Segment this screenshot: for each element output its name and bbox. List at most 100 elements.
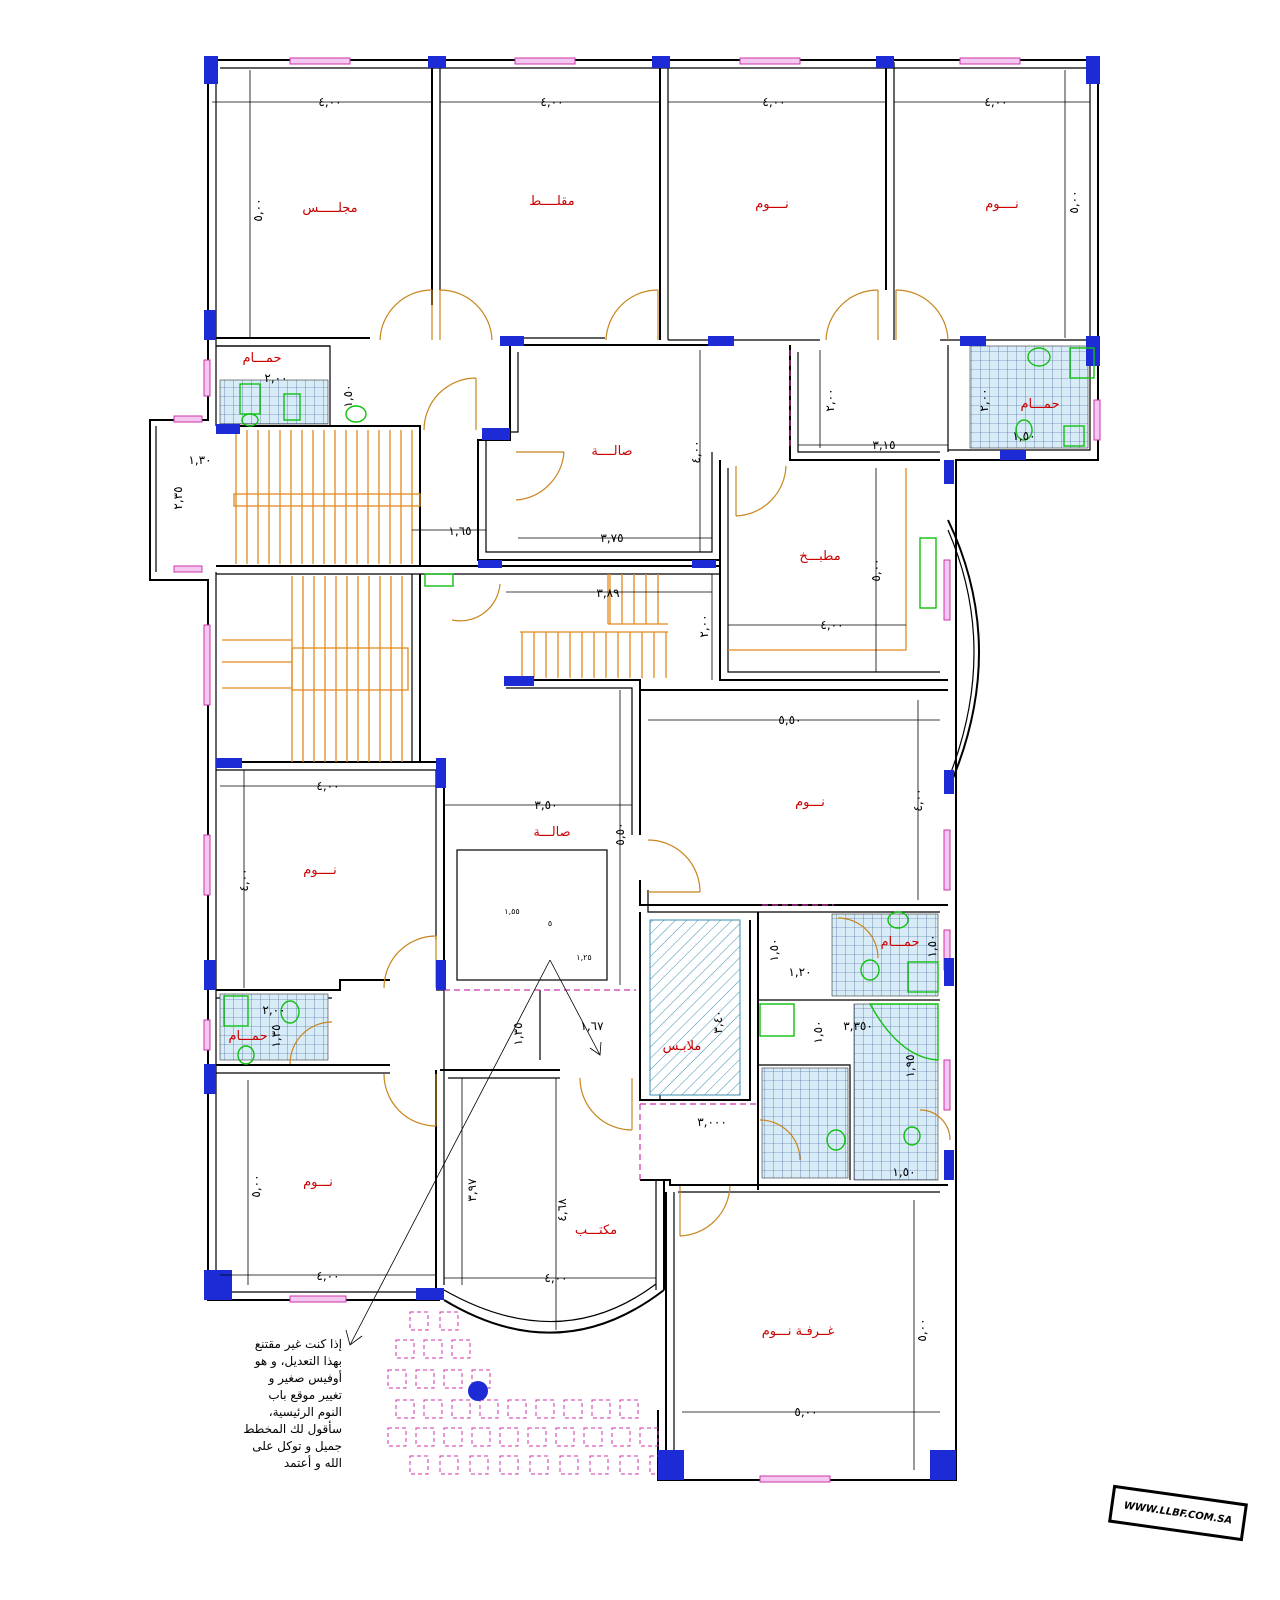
dressing-hatch bbox=[649, 919, 741, 1096]
paving-tile bbox=[479, 1399, 499, 1419]
label-nawm-bottom-left: نـــوم bbox=[303, 1175, 333, 1190]
watermark-text: WWW.LLBF.COM.SA bbox=[1123, 1499, 1233, 1527]
dim-label: ٤,٠٠ bbox=[544, 1271, 567, 1285]
dimension-lines bbox=[212, 70, 1090, 1470]
label-malabis: ملابـس bbox=[663, 1039, 702, 1054]
windows bbox=[173, 57, 1101, 1483]
dim-label: ٤,٠٠ bbox=[984, 95, 1007, 109]
paving-tile bbox=[611, 1427, 631, 1447]
dim-label: ٣,٧٥ bbox=[600, 531, 623, 545]
blue-dot bbox=[468, 1381, 488, 1401]
dim-label: ٤,٠٠ bbox=[316, 1269, 339, 1283]
paving-tile bbox=[555, 1427, 575, 1447]
paving-tile bbox=[639, 1427, 659, 1447]
dim-label: ٤,٦٨ bbox=[555, 1198, 569, 1222]
dim-label: ٢,٠٠ bbox=[977, 388, 991, 411]
dim-label: ٥,٠٠ bbox=[869, 558, 883, 581]
dim-label: ٤,٠٠ bbox=[237, 868, 251, 891]
label-majlis: مجلـــــس bbox=[302, 201, 357, 216]
design-note: إذا كنت غير مقتنع بهذا التعديل، و هو أوف… bbox=[222, 1336, 342, 1472]
paving-tile bbox=[387, 1427, 407, 1447]
label-nawm-top-center: نــــوم bbox=[755, 197, 789, 212]
paving-tile bbox=[499, 1427, 519, 1447]
paving-tile bbox=[415, 1427, 435, 1447]
dim-label: ١,٦٥ bbox=[448, 524, 471, 538]
label-hammam-tl: حمـــام bbox=[243, 351, 282, 366]
fixtures bbox=[223, 347, 1095, 1151]
paving-tile bbox=[387, 1369, 407, 1389]
dim-label: ١,٦٧ bbox=[580, 1019, 604, 1033]
dim-label: ٥,٠٠ bbox=[1067, 190, 1081, 213]
stairs bbox=[222, 430, 668, 762]
dim-label: ٢,٠٠ bbox=[823, 388, 837, 411]
paving-tile bbox=[423, 1339, 443, 1359]
dim-label: ٣,٥٠ bbox=[534, 798, 557, 812]
label-maktab: مكتـــب bbox=[575, 1223, 617, 1238]
dim-label: ٢,٠٠ bbox=[697, 614, 711, 637]
bath-floor-tiles bbox=[219, 379, 329, 425]
dim-label: ١,٢٥ bbox=[576, 953, 591, 962]
dim-label: ٢,٠٠ bbox=[262, 1003, 285, 1017]
dim-label: ٤,٠٠ bbox=[820, 618, 843, 632]
paving-tile bbox=[395, 1399, 415, 1419]
dim-label: ٤,٠٠ bbox=[762, 95, 785, 109]
bath-floor-tiles bbox=[831, 913, 939, 997]
dim-label: ١,٣٥ bbox=[269, 1024, 283, 1047]
paving-tile bbox=[583, 1427, 603, 1447]
note-line: النوم الرئيسية، bbox=[268, 1405, 342, 1419]
paving-tile bbox=[415, 1369, 435, 1389]
dim-label: ٣,١٥ bbox=[872, 438, 895, 452]
label-hammam-ml: حمـــام bbox=[229, 1029, 268, 1044]
dim-label: ٥,٠٠ bbox=[251, 198, 265, 221]
paving-tile bbox=[589, 1455, 609, 1475]
dim-label: ٣,٠٠٠ bbox=[697, 1115, 727, 1129]
paving-tile bbox=[591, 1399, 611, 1419]
paving-tile bbox=[443, 1427, 463, 1447]
dim-label: ٤,٠٠ bbox=[318, 95, 341, 109]
label-nawm-mid-left: نــــوم bbox=[303, 863, 337, 878]
doors bbox=[289, 289, 951, 1237]
note-line: سأقول لك المخطط bbox=[243, 1422, 342, 1436]
note-line: إذا كنت غير مقتنع bbox=[254, 1337, 342, 1351]
interior-walls bbox=[216, 62, 1090, 1475]
dim-label: ١,٥٠ bbox=[811, 1020, 825, 1043]
paving-tile bbox=[439, 1455, 459, 1475]
label-kitchen: مطبـــخ bbox=[799, 549, 840, 564]
dim-label: ١,٥٠ bbox=[767, 938, 781, 961]
dim-label: ١,٣٠ bbox=[188, 453, 211, 467]
dim-label: ٤,٠٠ bbox=[316, 779, 339, 793]
dim-label: ١,٥٥ bbox=[504, 907, 519, 916]
label-sala-upper: صالــــة bbox=[591, 444, 632, 459]
paving-tile bbox=[423, 1399, 443, 1419]
columns bbox=[204, 56, 1100, 1480]
paving-tile bbox=[527, 1427, 547, 1447]
bath-floor-tiles bbox=[969, 345, 1089, 449]
room-labels: مجلـــــس مقلــــط نــــوم نــــوم حمـــ… bbox=[229, 194, 1060, 1339]
dim-label: ١,٢٠ bbox=[788, 965, 811, 979]
dim-label: ٤,٠٠ bbox=[540, 95, 563, 109]
dim-label: ٤,٠٠ bbox=[689, 440, 703, 463]
dimension-labels: ٤,٠٠ ٤,٠٠ ٤,٠٠ ٤,٠٠ ٥,٠٠ ٥,٠٠ ٢,٠٠ ١,٥٠ … bbox=[171, 95, 1081, 1419]
paving-tile bbox=[395, 1339, 415, 1359]
paving-tile bbox=[499, 1455, 519, 1475]
dim-label: ٣,٨٩ bbox=[596, 586, 619, 600]
paving-tile bbox=[443, 1369, 463, 1389]
label-muqallat: مقلــــط bbox=[529, 194, 574, 209]
dim-label: ٥,٠٠ bbox=[249, 1174, 263, 1197]
stair-landing-rail bbox=[233, 493, 421, 507]
paving-tile bbox=[563, 1399, 583, 1419]
dim-label: ٤,٠٠ bbox=[911, 788, 925, 811]
label-sala-middle: صالـــة bbox=[533, 825, 570, 840]
label-nawm-top-right: نــــوم bbox=[985, 197, 1019, 212]
dim-label: ٣,٤٠ bbox=[711, 1010, 725, 1033]
label-hammam-mr: حمـــام bbox=[881, 935, 920, 950]
dim-label: ١,٥٠ bbox=[341, 384, 355, 407]
dim-label: ٥,٥٠ bbox=[778, 713, 801, 727]
stair-landing bbox=[291, 647, 409, 691]
label-hammam-tr: حمـــام bbox=[1021, 397, 1060, 412]
paving-tile bbox=[409, 1455, 429, 1475]
label-nawm-mid-right: نـــوم bbox=[795, 795, 825, 810]
dim-label: ٣,٣٥٠ bbox=[843, 1019, 873, 1033]
dim-label: ٢,٣٥ bbox=[171, 486, 185, 509]
bath-floor-tiles bbox=[853, 1003, 939, 1181]
